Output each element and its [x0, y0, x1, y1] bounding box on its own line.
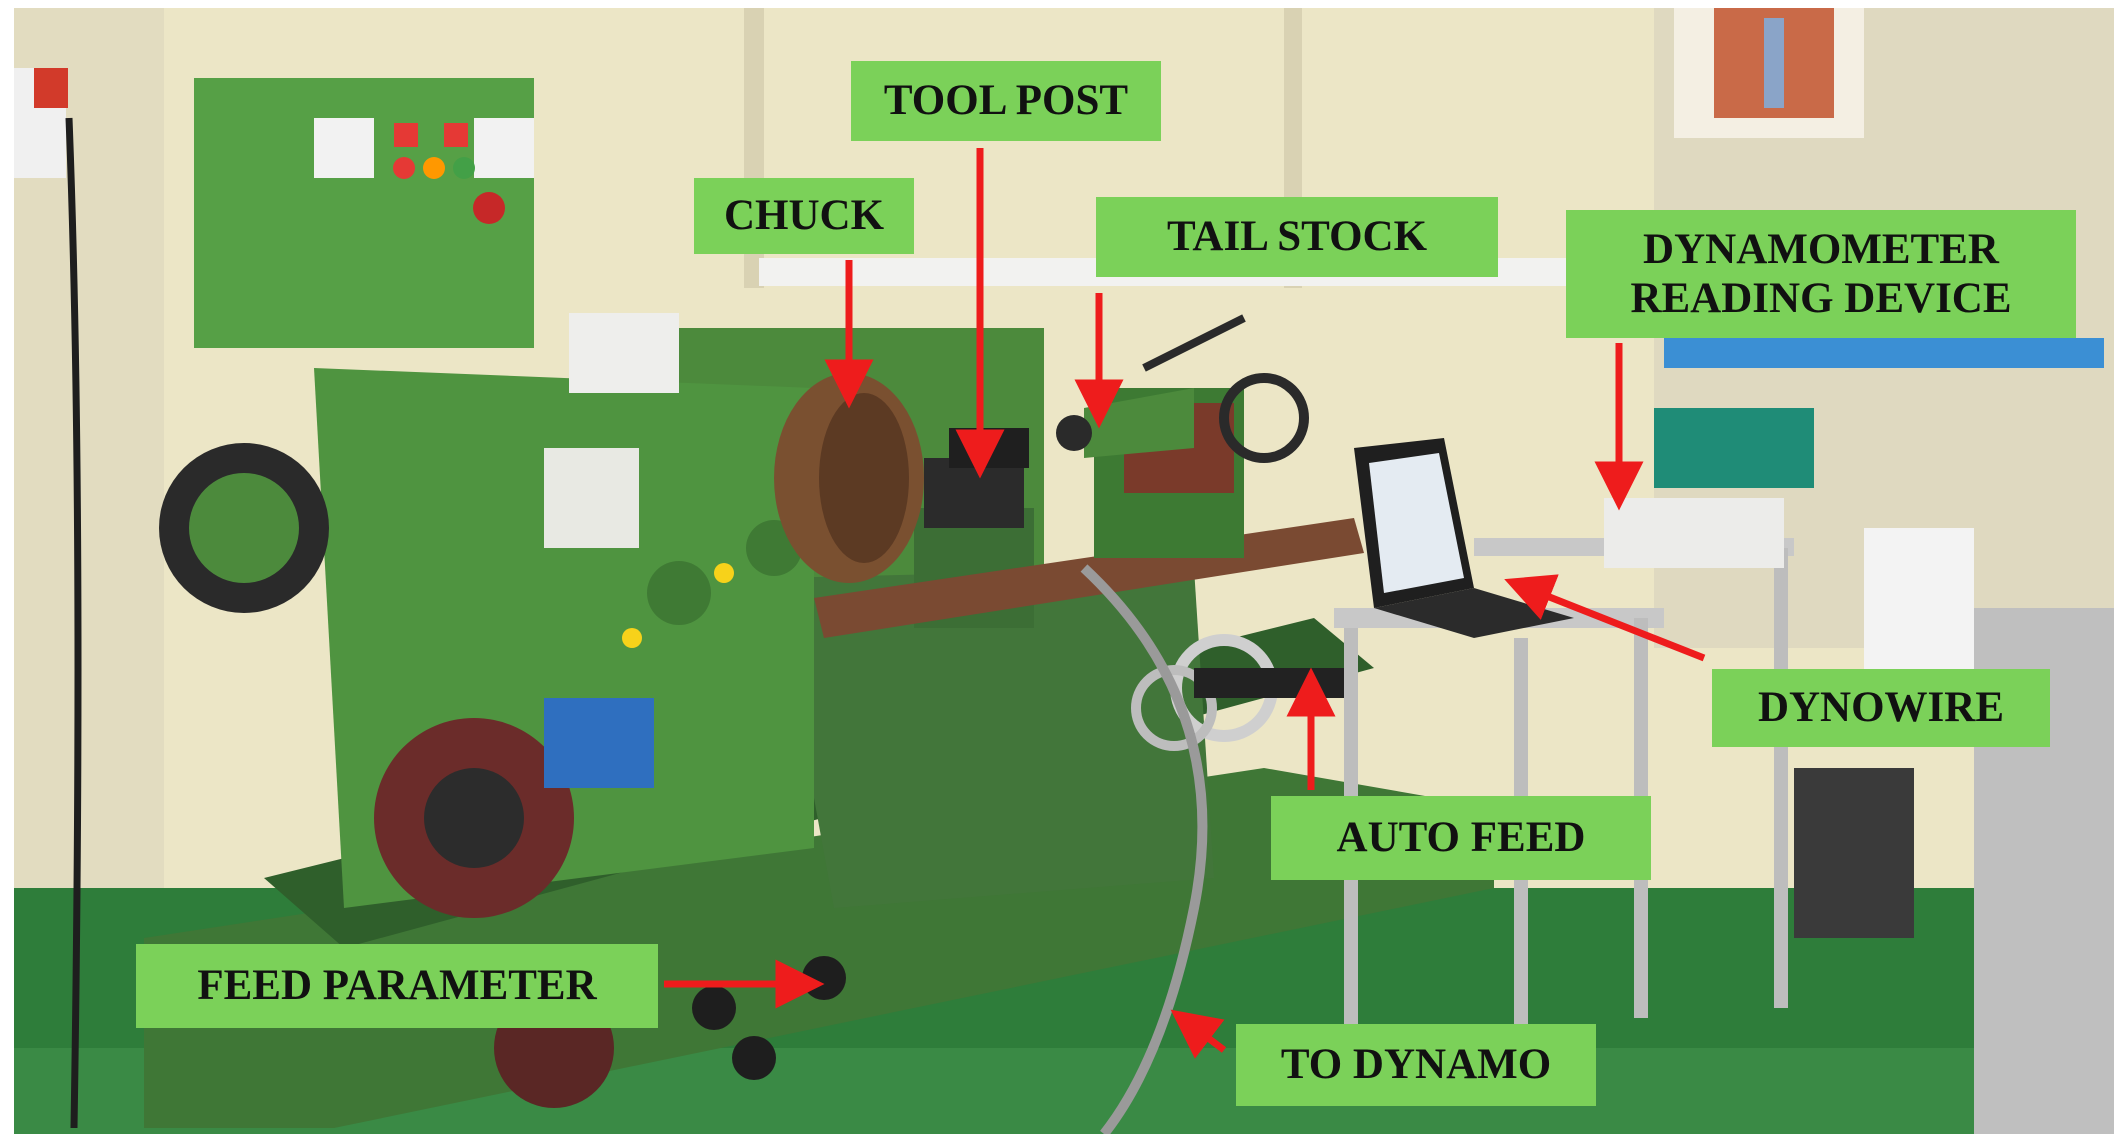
chuck-label: CHUCK: [694, 178, 914, 254]
lathe-setup-photo: [14, 8, 2114, 1134]
chuck-text: CHUCK: [723, 192, 885, 240]
to-dynamo-label: TO DYNAMO: [1236, 1024, 1596, 1106]
dynowire-text: DYNOWIRE: [1757, 684, 2005, 732]
dyno-reading-line2-text: READING DEVICE: [1630, 275, 2012, 322]
dyno-reading-line1-text: DYNAMOMETER: [1643, 225, 1999, 273]
tool-post-label: TOOL POST: [851, 61, 1161, 141]
tail-stock-label: TAIL STOCK: [1096, 197, 1498, 277]
feed-parameter-text: FEED PARAMETER: [197, 962, 597, 1010]
to-dynamo-text: TO DYNAMO: [1280, 1041, 1552, 1089]
to-dynamo-arrow: [1170, 1009, 1227, 1059]
auto-feed-text: AUTO FEED: [1336, 814, 1586, 862]
feed-parameter-label: FEED PARAMETER: [136, 944, 658, 1028]
auto-feed-label: AUTO FEED: [1271, 796, 1651, 880]
dynamometer-reading-device-label: DYNAMOMETER READING DEVICE: [1566, 210, 2076, 338]
tail-stock-text: TAIL STOCK: [1166, 213, 1428, 261]
dynowire-arrow: [1504, 574, 1706, 662]
dynowire-label: DYNOWIRE: [1712, 669, 2050, 747]
pointer-arrows: [664, 148, 1706, 1059]
tool-post-text: TOOL POST: [883, 77, 1129, 125]
